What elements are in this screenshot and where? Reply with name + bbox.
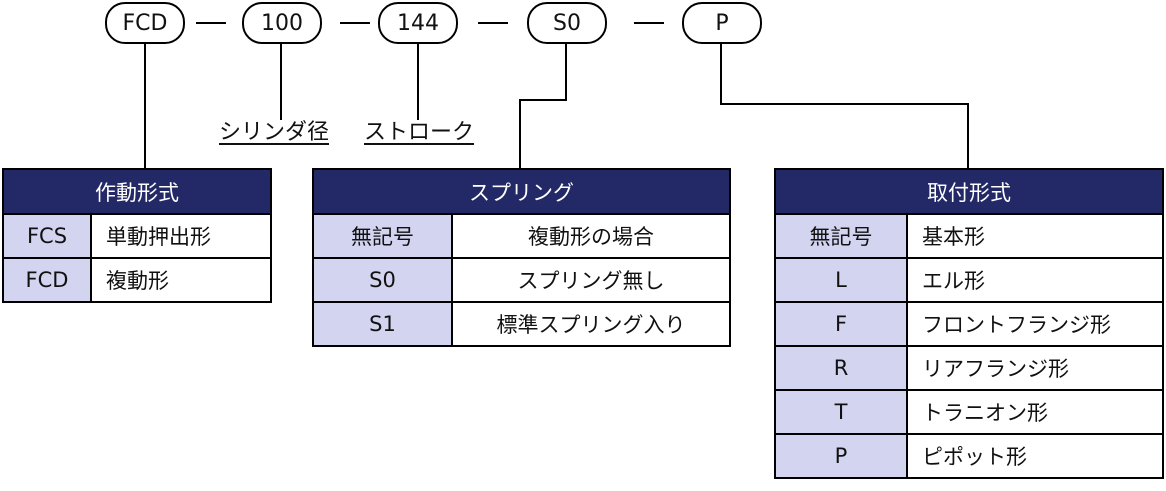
code-separator: [340, 22, 370, 24]
table-row: P ピポット形: [774, 433, 1164, 479]
action-type-header: 作動形式: [2, 168, 272, 215]
spring-table: スプリング 無記号 複動形の場合 S0 スプリング無し S1 標準スプリング入り: [312, 168, 731, 347]
option-code: R: [774, 345, 908, 391]
code-segment-action-text: FCD: [122, 10, 168, 36]
option-description: 単動押出形: [90, 213, 272, 259]
option-description: リアフランジ形: [906, 345, 1164, 391]
option-description: 標準スプリング入り: [451, 301, 731, 347]
code-segment-mount: P: [682, 2, 762, 44]
action-type-table: 作動形式 FCS 単動押出形 FCD 複動形: [2, 168, 272, 303]
code-separator: [478, 22, 508, 24]
option-description: エル形: [906, 257, 1164, 303]
option-code: 無記号: [774, 213, 908, 259]
bore-label: シリンダ径: [219, 120, 330, 145]
option-code: F: [774, 301, 908, 347]
option-code: S1: [312, 301, 453, 347]
stroke-label: ストローク: [364, 120, 475, 145]
option-description: フロントフランジ形: [906, 301, 1164, 347]
option-code: 無記号: [312, 213, 453, 259]
code-segment-action: FCD: [105, 2, 185, 44]
code-separator: [196, 22, 226, 24]
table-row: S1 標準スプリング入り: [312, 301, 731, 347]
table-row: R リアフランジ形: [774, 345, 1164, 391]
option-code: P: [774, 433, 908, 479]
code-segment-stroke: 144: [378, 2, 458, 44]
option-description: トラニオン形: [906, 389, 1164, 435]
code-separator: [634, 22, 664, 24]
table-row: 無記号 複動形の場合: [312, 213, 731, 259]
code-segment-stroke-text: 144: [397, 10, 439, 36]
table-header-row: 作動形式: [2, 168, 272, 215]
option-code: FCS: [2, 213, 92, 259]
option-code: S0: [312, 257, 453, 303]
table-row: S0 スプリング無し: [312, 257, 731, 303]
option-code: T: [774, 389, 908, 435]
option-code: FCD: [2, 257, 92, 303]
table-row: 無記号 基本形: [774, 213, 1164, 259]
table-header-row: スプリング: [312, 168, 731, 215]
spring-header: スプリング: [312, 168, 731, 215]
code-segment-bore: 100: [242, 2, 322, 44]
connector-spring: [519, 43, 567, 170]
option-code: L: [774, 257, 908, 303]
option-description: 基本形: [906, 213, 1164, 259]
table-row: T トラニオン形: [774, 389, 1164, 435]
connector-mount: [720, 43, 969, 170]
code-segment-bore-text: 100: [261, 10, 303, 36]
table-header-row: 取付形式: [774, 168, 1164, 215]
table-row: FCS 単動押出形: [2, 213, 272, 259]
table-row: L エル形: [774, 257, 1164, 303]
option-description: ピポット形: [906, 433, 1164, 479]
table-row: F フロントフランジ形: [774, 301, 1164, 347]
table-row: FCD 複動形: [2, 257, 272, 303]
code-segment-spring: S0: [527, 2, 607, 44]
mount-type-header: 取付形式: [774, 168, 1164, 215]
option-description: スプリング無し: [451, 257, 731, 303]
code-segment-spring-text: S0: [553, 10, 581, 36]
option-description: 複動形の場合: [451, 213, 731, 259]
option-description: 複動形: [90, 257, 272, 303]
mount-type-table: 取付形式 無記号 基本形 L エル形 F フロントフランジ形 R リアフランジ形…: [774, 168, 1164, 479]
code-segment-mount-text: P: [715, 10, 729, 36]
